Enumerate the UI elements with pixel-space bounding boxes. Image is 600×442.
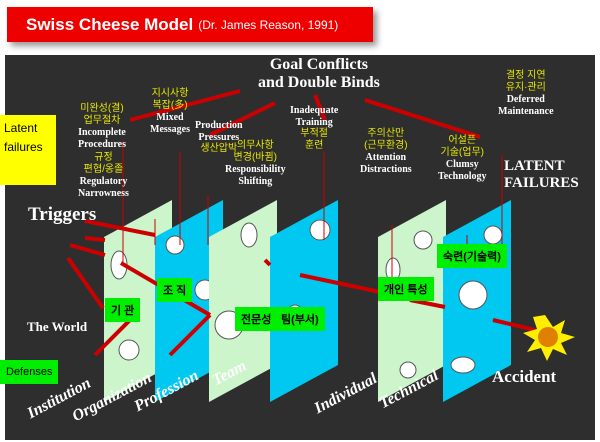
latent-failures-heading: LATENT FAILURES — [504, 158, 579, 192]
defenses-note: Defenses — [0, 360, 59, 384]
failure-en: Deferred Maintenance — [498, 94, 554, 117]
triggers-label: Triggers — [28, 204, 97, 225]
accident-label: Accident — [492, 367, 557, 386]
layer-tag-institution: 기 관 — [105, 298, 141, 322]
failure-ko: 생산압박 — [200, 143, 238, 154]
latent-failures-note: Latent failures — [0, 115, 56, 185]
defense-layer-profession — [209, 200, 277, 402]
cheese-hole — [483, 225, 503, 245]
failure-ko: 미완성(결) 업무절차 — [80, 103, 124, 126]
title-main: Swiss Cheese Model — [26, 14, 194, 34]
goal-line-2: and Double Binds — [258, 74, 380, 92]
failure-responsibility: 의무사항 변경(바뀜)Responsibility Shifting — [225, 140, 286, 187]
cheese-hole — [118, 339, 140, 361]
failure-ko: 부적절 훈련 — [300, 128, 328, 151]
failure-ko: 지시사항 복잡(多) — [151, 88, 189, 111]
cheese-hole — [240, 222, 258, 248]
failure-attention: 주의산만 (근무환경)Attention Distractions — [360, 128, 412, 175]
failure-ko: 의무사항 변경(바뀜) — [233, 140, 278, 163]
cheese-hole — [413, 230, 433, 250]
cheese-hole — [399, 361, 417, 379]
layer-tag-team: 팀(부서) — [275, 307, 325, 331]
failure-en: Responsibility Shifting — [225, 164, 286, 187]
failure-en: Attention Distractions — [360, 152, 412, 175]
cheese-hole — [458, 280, 488, 310]
failure-clumsy: 어설픈 기술(업무)Clumsy Technology — [438, 135, 487, 182]
failure-ko: 규정 편협/옹졸 — [83, 152, 124, 175]
failure-en: Regulatory Narrowness — [78, 176, 129, 199]
failure-en: Clumsy Technology — [438, 159, 487, 182]
failure-ko: 주의산만 (근무환경) — [364, 128, 408, 151]
cheese-hole — [165, 235, 185, 255]
failure-ko: 어설픈 기술(업무) — [440, 135, 484, 158]
defense-layer-team — [270, 200, 338, 402]
title-sub: (Dr. James Reason, 1991) — [198, 17, 339, 32]
failure-en: Mixed Messages — [150, 112, 190, 135]
failure-en: Production Pressures — [195, 120, 243, 143]
failure-en: Inadequate Training — [290, 105, 339, 128]
failure-en: Incomplete Procedures — [78, 127, 126, 150]
the-world-label: The World — [27, 319, 88, 334]
cheese-hole — [450, 356, 476, 374]
cheese-hole — [309, 219, 331, 241]
layer-tag-technical: 숙련(기술력) — [437, 244, 507, 268]
goal-line-1: Goal Conflicts — [269, 56, 369, 73]
title-banner: Swiss Cheese Model (Dr. James Reason, 19… — [7, 7, 373, 42]
layer-tag-individual: 개인 특성 — [378, 277, 434, 301]
layer-tag-profession: 전문성 — [235, 307, 278, 331]
failure-mixed: 지시사항 복잡(多)Mixed Messages — [150, 88, 190, 135]
layer-tag-organization: 조 직 — [157, 278, 193, 302]
failure-ko: 결정 지연 유지·관리 — [505, 70, 546, 93]
